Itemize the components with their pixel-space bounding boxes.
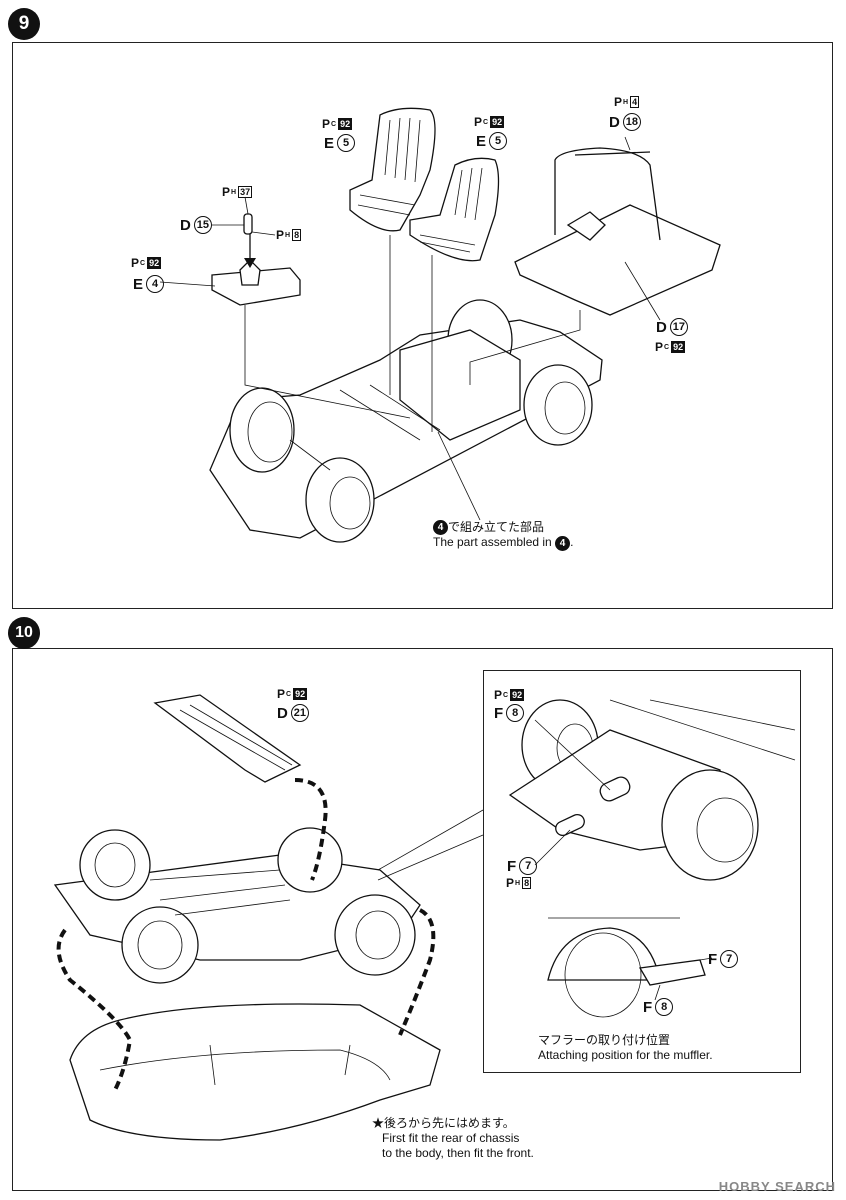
wheel-rear-b xyxy=(334,894,416,976)
inset-wheel-right xyxy=(661,769,759,881)
fit-order-note: ★後ろから先にはめます。 First fit the rear of chass… xyxy=(372,1116,534,1161)
watermark: HOBBY SEARCH xyxy=(718,1179,836,1194)
shifter-base xyxy=(211,267,301,306)
wheel-front-a xyxy=(79,829,151,901)
seat-right xyxy=(409,157,500,262)
wheel-rear-a xyxy=(277,827,343,893)
seat-left xyxy=(349,107,436,232)
step-10-badge: 10 xyxy=(8,617,40,649)
muffler-position-note: マフラーの取り付け位置 Attaching position for the m… xyxy=(538,1033,713,1063)
rear-deck xyxy=(514,204,721,316)
muffler-inset xyxy=(483,670,801,1073)
body-shell xyxy=(69,1003,441,1141)
fit-note-en-2: to the body, then fit the front. xyxy=(382,1146,534,1160)
step-9-badge: 9 xyxy=(8,8,40,40)
step-10-panel xyxy=(12,648,833,1191)
assembled-part-note-en: The part assembled in 4. xyxy=(433,535,574,551)
muffler-note-en: Attaching position for the muffler. xyxy=(538,1048,713,1062)
fit-note-jp: ★後ろから先にはめます。 xyxy=(372,1116,515,1130)
muffler-note-jp: マフラーの取り付け位置 xyxy=(538,1033,671,1047)
fit-note-en-1: First fit the rear of chassis xyxy=(382,1131,520,1145)
step-9-panel xyxy=(12,42,833,609)
wheel-front-b xyxy=(121,906,199,984)
